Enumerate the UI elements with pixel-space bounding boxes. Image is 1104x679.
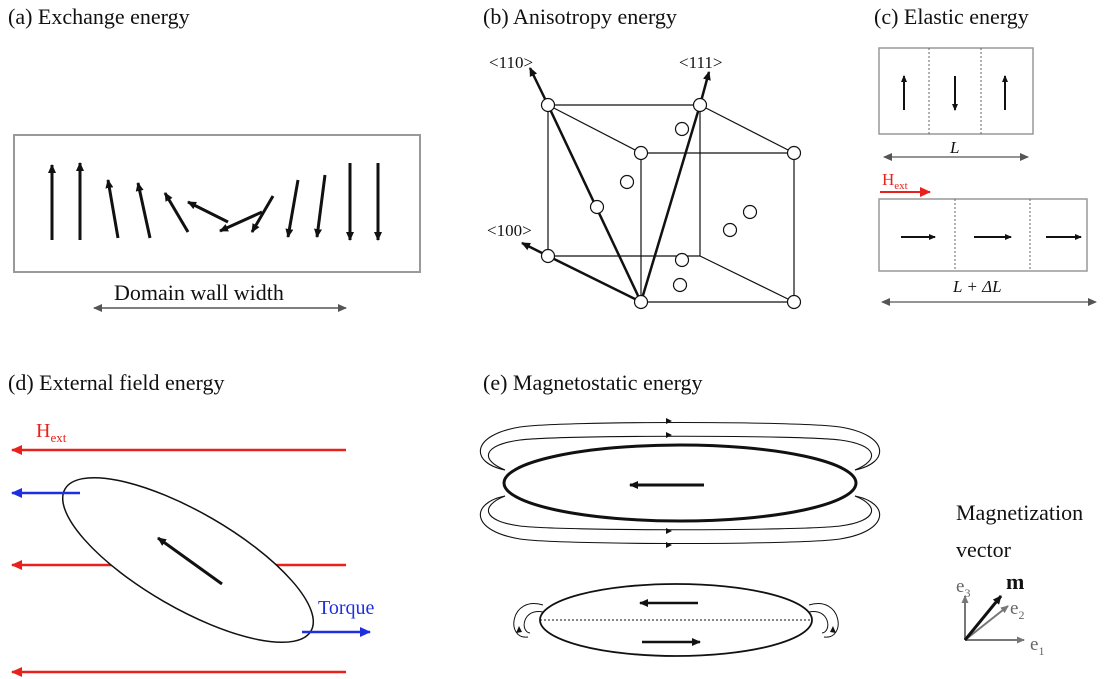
m-vector [963, 595, 1003, 641]
panel-a-exchange-energy: (a) Exchange energy Domain wall width [8, 4, 421, 312]
stray-field-chevrons [666, 418, 672, 548]
legend-heading-line1: Magnetization [956, 500, 1083, 525]
panel-e-title: (e) Magnetostatic energy [483, 370, 703, 395]
panel-d-external-field-energy: (d) External field energy Hext Torque [8, 370, 374, 677]
panel-e-magnetostatic-energy: (e) Magnetostatic energy [479, 370, 881, 657]
cubic-cell [547, 104, 795, 303]
magnetization-arrow [157, 536, 223, 586]
c-hext-label: Hext [882, 170, 908, 192]
panel-c-elastic-energy: (c) Elastic energy L Hext L + ΔL [874, 4, 1097, 306]
single-domain-ellipse [502, 443, 858, 523]
panel-a-title: (a) Exchange energy [8, 4, 190, 29]
panel-d-title: (d) External field energy [8, 370, 224, 395]
label-111: <111> [679, 53, 722, 72]
domain-box-strained [878, 198, 1088, 272]
label-100: <100> [487, 221, 532, 240]
closure-loops [513, 603, 839, 638]
domain-wall-width-label: Domain wall width [114, 280, 284, 305]
stray-field-loops [479, 421, 881, 545]
spin-arrow [219, 210, 263, 233]
legend-heading-line2: vector [956, 537, 1012, 562]
panel-b-title: (b) Anisotropy energy [483, 4, 677, 29]
label-e3: e3 [956, 576, 970, 600]
d-hext-label: Hext [36, 420, 67, 445]
diagonal-111 [639, 104, 702, 303]
spin-arrow [105, 179, 120, 239]
spin-arrow [163, 192, 190, 233]
panel-c-title: (c) Elastic energy [874, 4, 1029, 29]
label-e1: e1 [1030, 634, 1044, 658]
label-m: m [1006, 569, 1024, 594]
length-l-label: L [949, 138, 959, 157]
spin-arrows [48, 162, 382, 241]
axis-e2 [964, 605, 1009, 641]
spin-arrow [187, 200, 229, 224]
length-l-delta-label: L + ΔL [952, 277, 1002, 296]
spin-arrow [285, 179, 300, 238]
spin-arrow [250, 195, 275, 233]
magnetization-vector-legend: Magnetization vector e3 m e2 e1 [956, 500, 1083, 658]
spin-arrow [314, 174, 327, 238]
panel-b-anisotropy-energy: (b) Anisotropy energy [483, 4, 802, 310]
edge-100 [547, 254, 642, 304]
torque-label: Torque [318, 597, 374, 619]
label-110: <110> [489, 53, 533, 72]
closure-chevrons [516, 626, 836, 633]
domain-box-unstrained [878, 47, 1034, 135]
domain-arrows-vertical [901, 75, 1008, 111]
lattice-atoms [540, 97, 802, 310]
spin-arrow [135, 182, 152, 239]
domain-wall-frame [13, 134, 421, 273]
label-e2: e2 [1010, 598, 1024, 622]
